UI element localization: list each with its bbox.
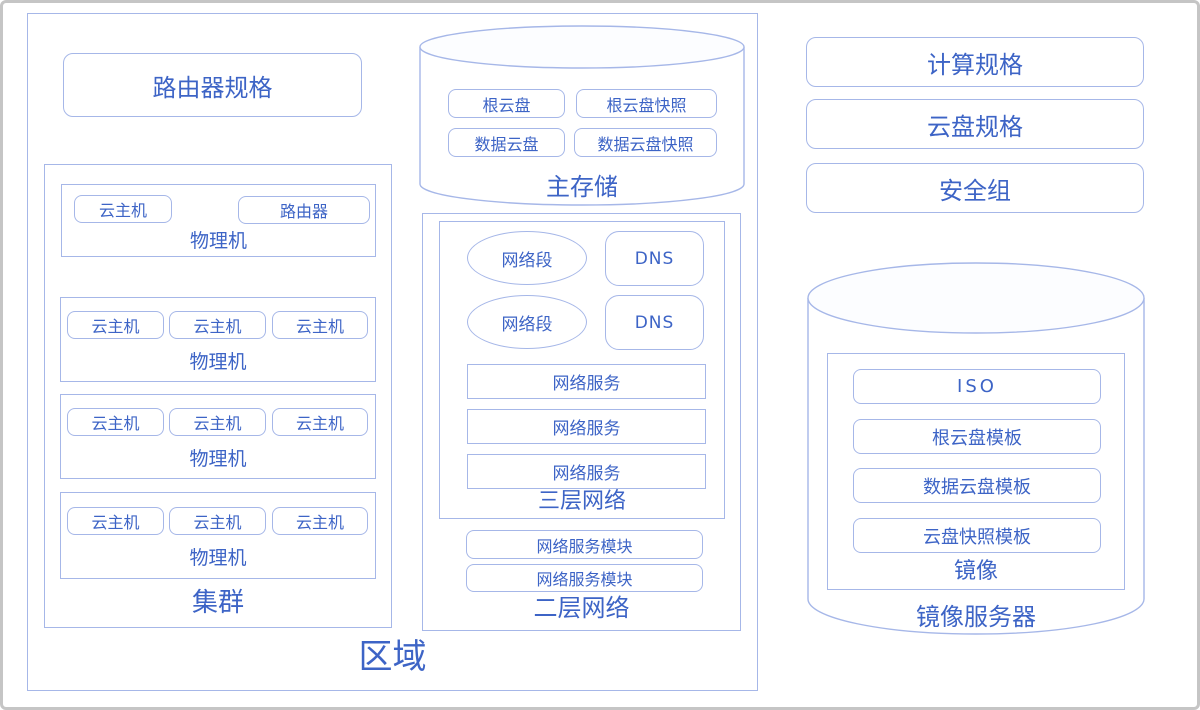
region-label: 区域	[358, 637, 427, 677]
dns-box: DNS	[605, 295, 704, 350]
data-disk-chip: 数据云盘	[448, 128, 565, 157]
compute-spec-box: 计算规格	[806, 37, 1144, 87]
network-service-module-chip: 网络服务模块	[466, 564, 703, 592]
network-service-module-label: 网络服务模块	[536, 536, 633, 556]
vm-chip-label: 云主机	[295, 414, 344, 433]
cluster-box: 云主机 路由器 物理机 云主机 云主机 云主机 物理机	[44, 164, 392, 628]
vm-chip: 云主机	[67, 311, 164, 339]
host-box-3: 云主机 云主机 云主机 物理机	[60, 394, 376, 479]
vm-chip-label: 云主机	[193, 513, 242, 532]
network-service-label: 网络服务	[552, 419, 621, 439]
region-box: 路由器规格 云主机 路由器 物理机 云主机 云主机	[27, 13, 758, 691]
iso-chip: ISO	[853, 369, 1101, 404]
root-disk-label: 根云盘	[482, 95, 531, 115]
router-spec-box: 路由器规格	[63, 53, 362, 117]
security-group-label: 安全组	[939, 176, 1011, 205]
host-box-1: 云主机 路由器 物理机	[61, 184, 376, 257]
data-disk-template-chip: 数据云盘模板	[853, 468, 1101, 503]
data-disk-label: 数据云盘	[474, 134, 539, 154]
vm-chip-label: 云主机	[193, 317, 242, 336]
host-label: 物理机	[189, 230, 247, 252]
vm-chip-label: 云主机	[91, 414, 140, 433]
host-label: 物理机	[189, 448, 247, 470]
network-segment-label: 网络段	[501, 250, 553, 271]
disk-snapshot-template-label: 云盘快照模板	[923, 526, 1031, 548]
image-server-label: 镜像服务器	[916, 603, 1036, 631]
vm-chip: 云主机	[272, 507, 368, 535]
image-group-box: ISO 根云盘模板 数据云盘模板 云盘快照模板 镜像	[827, 353, 1125, 590]
compute-spec-label: 计算规格	[927, 50, 1023, 79]
network-segment-label: 网络段	[501, 314, 553, 335]
network-service-label: 网络服务	[552, 374, 621, 394]
dns-label: DNS	[634, 312, 675, 333]
security-group-box: 安全组	[806, 163, 1144, 213]
vm-chip: 云主机	[272, 311, 368, 339]
network-service-label: 网络服务	[552, 464, 621, 484]
router-spec-label: 路由器规格	[152, 73, 273, 102]
dns-box: DNS	[605, 231, 704, 286]
vm-chip-label: 云主机	[295, 317, 344, 336]
vm-chip-label: 云主机	[91, 317, 140, 336]
vm-chip-label: 云主机	[98, 201, 147, 220]
router-chip: 路由器	[238, 196, 370, 224]
network-service-module-chip: 网络服务模块	[466, 530, 703, 559]
network-service-box: 网络服务	[467, 409, 706, 444]
l3-network-label: 三层网络	[537, 489, 626, 514]
cluster-label: 集群	[191, 588, 244, 618]
iso-label: ISO	[957, 376, 997, 397]
host-label: 物理机	[189, 547, 247, 569]
host-box-4: 云主机 云主机 云主机 物理机	[60, 492, 376, 579]
host-label: 物理机	[189, 351, 247, 373]
vm-chip: 云主机	[74, 195, 172, 223]
disk-spec-box: 云盘规格	[806, 99, 1144, 149]
network-service-box: 网络服务	[467, 364, 706, 399]
data-disk-snapshot-label: 数据云盘快照	[597, 134, 694, 154]
root-disk-chip: 根云盘	[448, 89, 565, 118]
vm-chip: 云主机	[67, 507, 164, 535]
l2-network-label: 二层网络	[533, 594, 630, 622]
data-disk-snapshot-chip: 数据云盘快照	[574, 128, 717, 157]
l2-network-box: 网络段 DNS 网络段 DNS 网络服务 网络服务 网络服务	[422, 213, 741, 631]
vm-chip-label: 云主机	[193, 414, 242, 433]
vm-chip-label: 云主机	[91, 513, 140, 532]
vm-chip: 云主机	[169, 507, 266, 535]
root-disk-template-label: 根云盘模板	[932, 427, 1022, 449]
l3-network-box: 网络段 DNS 网络段 DNS 网络服务 网络服务 网络服务	[439, 221, 725, 519]
disk-spec-label: 云盘规格	[927, 112, 1023, 141]
vm-chip: 云主机	[67, 408, 164, 436]
image-server-cylinder-icon	[807, 262, 1145, 635]
primary-storage-label: 主存储	[546, 173, 618, 201]
vm-chip: 云主机	[169, 408, 266, 436]
root-disk-template-chip: 根云盘模板	[853, 419, 1101, 454]
router-chip-label: 路由器	[279, 202, 328, 221]
network-segment-ellipse: 网络段	[467, 231, 587, 285]
disk-snapshot-template-chip: 云盘快照模板	[853, 518, 1101, 553]
root-disk-snapshot-label: 根云盘快照	[606, 95, 687, 115]
image-group-label: 镜像	[953, 559, 998, 584]
network-segment-ellipse: 网络段	[467, 295, 587, 349]
vm-chip-label: 云主机	[295, 513, 344, 532]
dns-label: DNS	[634, 248, 675, 269]
vm-chip: 云主机	[169, 311, 266, 339]
host-box-2: 云主机 云主机 云主机 物理机	[60, 297, 376, 382]
vm-chip: 云主机	[272, 408, 368, 436]
root-disk-snapshot-chip: 根云盘快照	[576, 89, 717, 118]
primary-storage-cylinder-icon	[419, 25, 745, 206]
network-service-module-label: 网络服务模块	[536, 570, 633, 589]
data-disk-template-label: 数据云盘模板	[923, 476, 1031, 498]
network-service-box: 网络服务	[467, 454, 706, 489]
